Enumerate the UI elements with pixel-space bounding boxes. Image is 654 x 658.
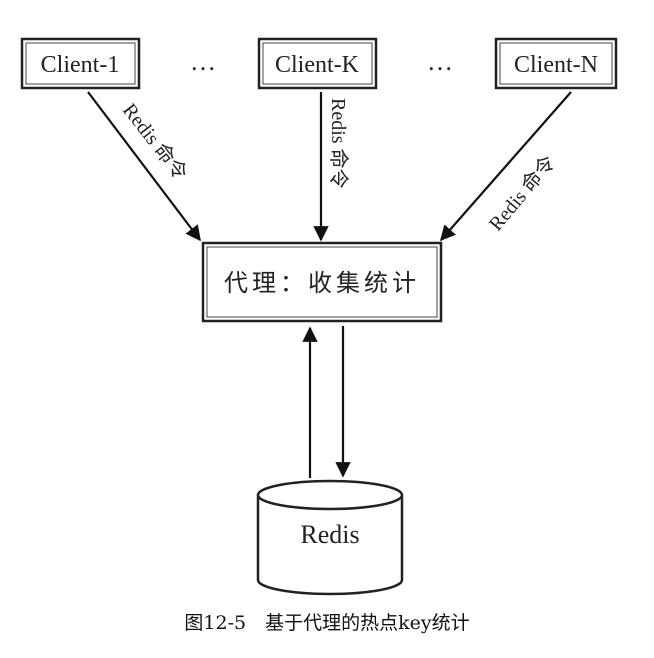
client-k-label: Client-K: [275, 52, 360, 78]
proxy-node: 代理：收集统计: [201, 241, 443, 323]
client-n-label: Client-N: [514, 52, 598, 78]
ellipsis-right: …: [427, 47, 453, 76]
redis-store-label: Redis: [300, 520, 359, 549]
edge-label-clientk: Redis 命令: [327, 98, 350, 189]
edge-label-clientn: Redis 命令: [484, 151, 560, 235]
ellipsis-left: …: [190, 47, 216, 76]
client-1-node: Client-1: [20, 37, 141, 90]
edge-label-client1: Redis 命令: [118, 99, 192, 185]
client-n-node: Client-N: [494, 37, 618, 90]
figure-caption: 图12-5 基于代理的热点key统计: [184, 612, 470, 634]
client-k-node: Client-K: [257, 37, 378, 90]
proxy-label: 代理：收集统计: [224, 269, 420, 297]
arrow-client1-to-proxy: [87, 91, 201, 242]
arrow-clientn-to-proxy: [439, 91, 572, 242]
client-1-label: Client-1: [41, 52, 120, 78]
redis-store-node: Redis: [256, 479, 404, 596]
